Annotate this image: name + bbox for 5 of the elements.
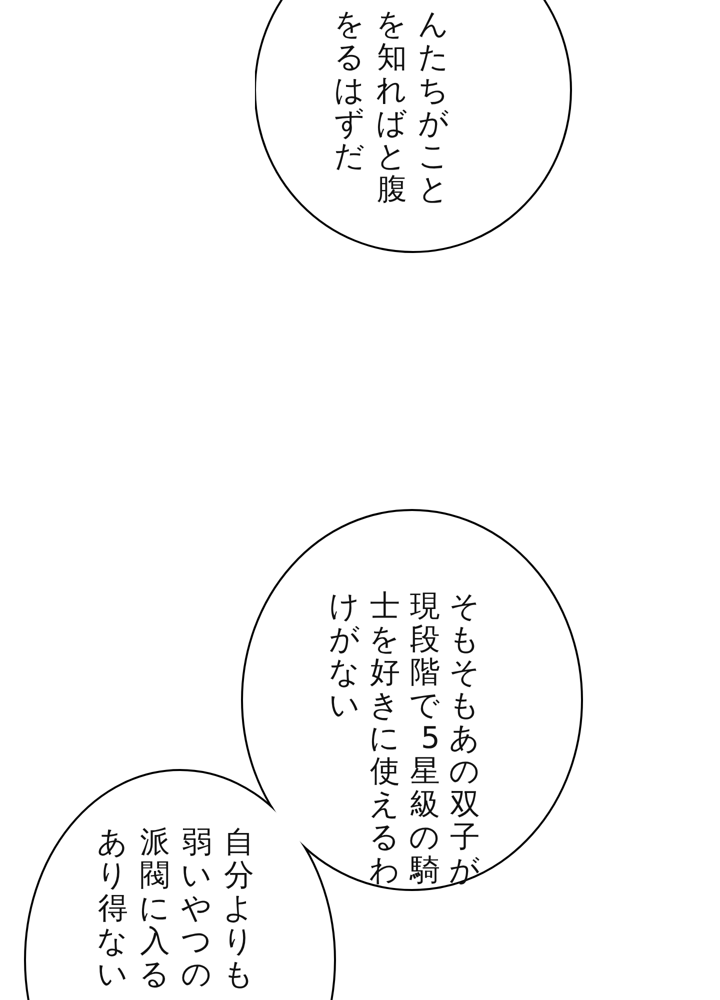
speech-bubble xyxy=(255,0,575,256)
dialogue-text: そもそもあの双子が現段階で5星級の騎士を好きに使えるわけがない xyxy=(330,590,480,887)
speech-bubble xyxy=(23,768,337,1000)
dialogue-text: んたちがことを知ればと腹をるはずだ xyxy=(335,8,449,206)
dialogue-text: 自分よりも弱いやつの派閥に入るあり得ない xyxy=(98,826,254,991)
